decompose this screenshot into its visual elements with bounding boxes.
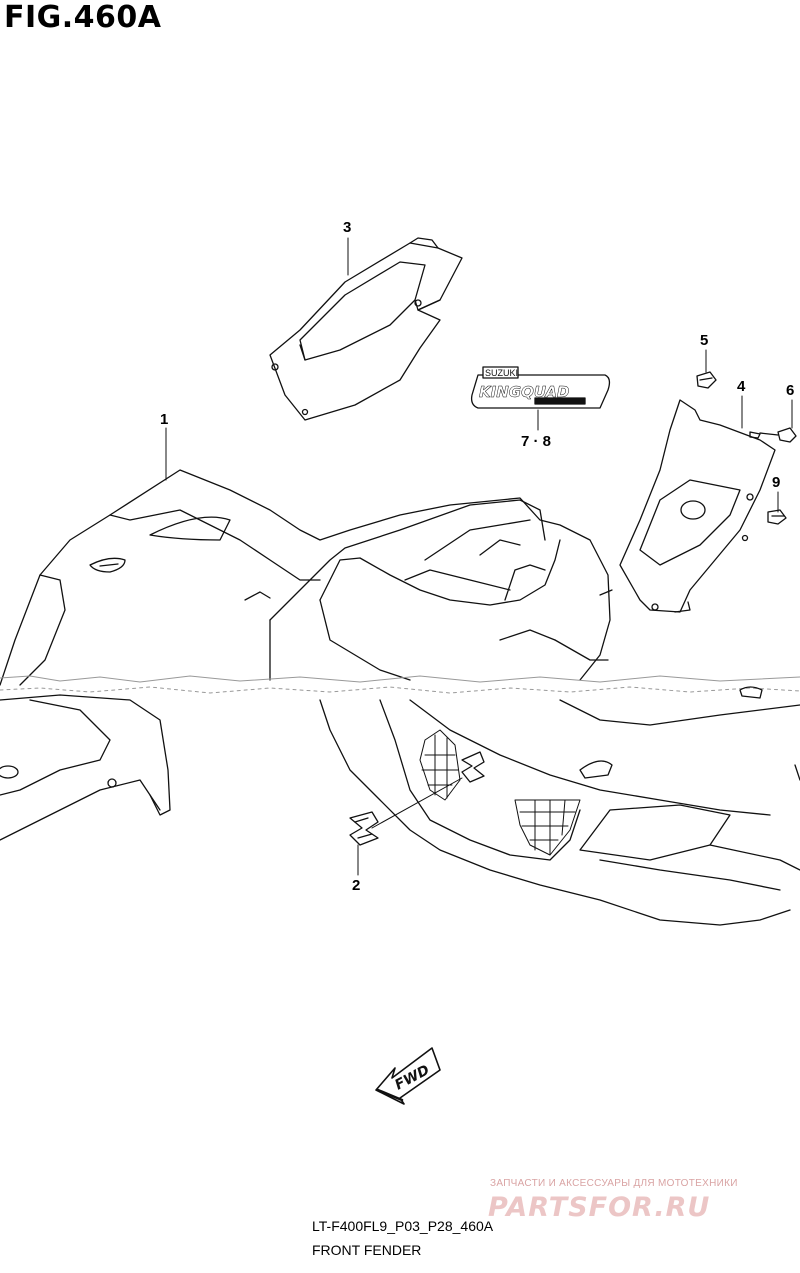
screw-part-5 (696, 371, 717, 389)
decal-model-text: KINGQUAD (479, 383, 569, 401)
callout-3: 3 (343, 219, 352, 236)
decal-brand-text: SUZUKI (485, 368, 518, 378)
callout-7-8: 7 · 8 (521, 433, 552, 450)
diagram-code: LT-F400FL9_P03_P28_460A (312, 1218, 494, 1234)
front-grille-right (514, 799, 581, 856)
callout-1: 1 (160, 411, 169, 428)
fwd-arrow-icon: FWD (375, 1047, 441, 1105)
front-fender-lower-body (0, 686, 800, 926)
callout-4: 4 (737, 378, 746, 395)
figure-title: FIG.460A (4, 0, 162, 35)
side-panel-part-4 (619, 399, 776, 613)
bolt-part-6 (749, 427, 797, 443)
diagram-caption: FRONT FENDER (312, 1242, 422, 1258)
callout-5: 5 (700, 332, 709, 349)
screw-part-9 (767, 509, 787, 525)
callout-2: 2 (352, 877, 361, 894)
emblem-part-2 (349, 751, 485, 846)
watermark-tagline: ЗАПЧАСТИ И АКСЕССУАРЫ ДЛЯ МОТОТЕХНИКИ (490, 1178, 738, 1189)
front-grille-left (419, 729, 461, 801)
watermark-logo: PARTSFOR.RU (488, 1192, 711, 1223)
callout-9: 9 (772, 474, 781, 491)
front-fender-body-part-1 (0, 469, 613, 686)
kingquad-decal-part-7-8: SUZUKI KINGQUAD (470, 366, 611, 409)
leader-lines (165, 237, 793, 876)
scan-tear-band (0, 675, 800, 694)
side-panel-part-3 (269, 237, 463, 421)
callout-6: 6 (786, 382, 795, 399)
